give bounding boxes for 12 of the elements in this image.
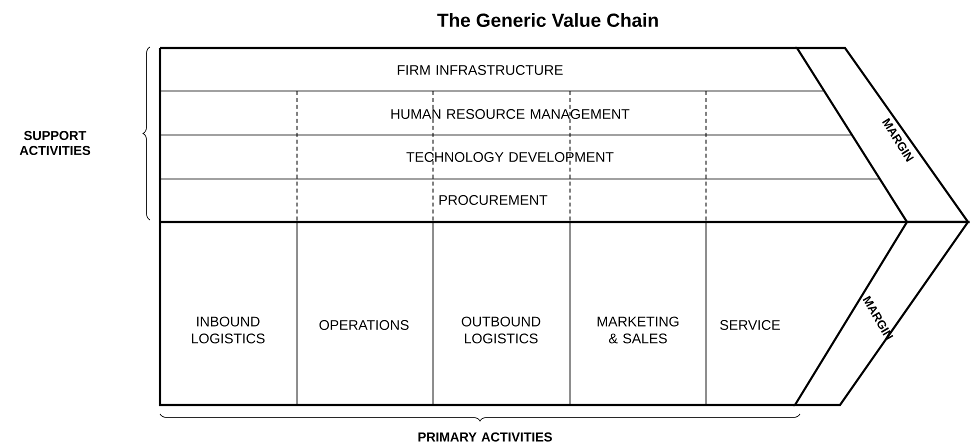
title: The Generic Value Chain <box>437 13 658 27</box>
primary-activity-label: SERVICE <box>720 320 780 330</box>
primary-activity-label: OUTBOUND LOGISTICS <box>462 316 540 344</box>
support-activity-label: FIRM INFRASTRUCTURE <box>398 65 563 75</box>
group-label: SUPPORT ACTIVITIES <box>20 130 90 156</box>
primary-activity-label: INBOUND LOGISTICS <box>192 316 265 344</box>
primary-activity-label: MARKETING & SALES <box>598 316 678 344</box>
primary-activity-label: OPERATIONS <box>319 320 409 330</box>
support-activity-label: TECHNOLOGY DEVELOPMENT <box>406 152 614 162</box>
group-label: PRIMARY ACTIVITIES <box>418 432 552 442</box>
support-activity-label: HUMAN RESOURCE MANAGEMENT <box>391 109 630 119</box>
support-activity-label: PROCUREMENT <box>440 195 548 205</box>
